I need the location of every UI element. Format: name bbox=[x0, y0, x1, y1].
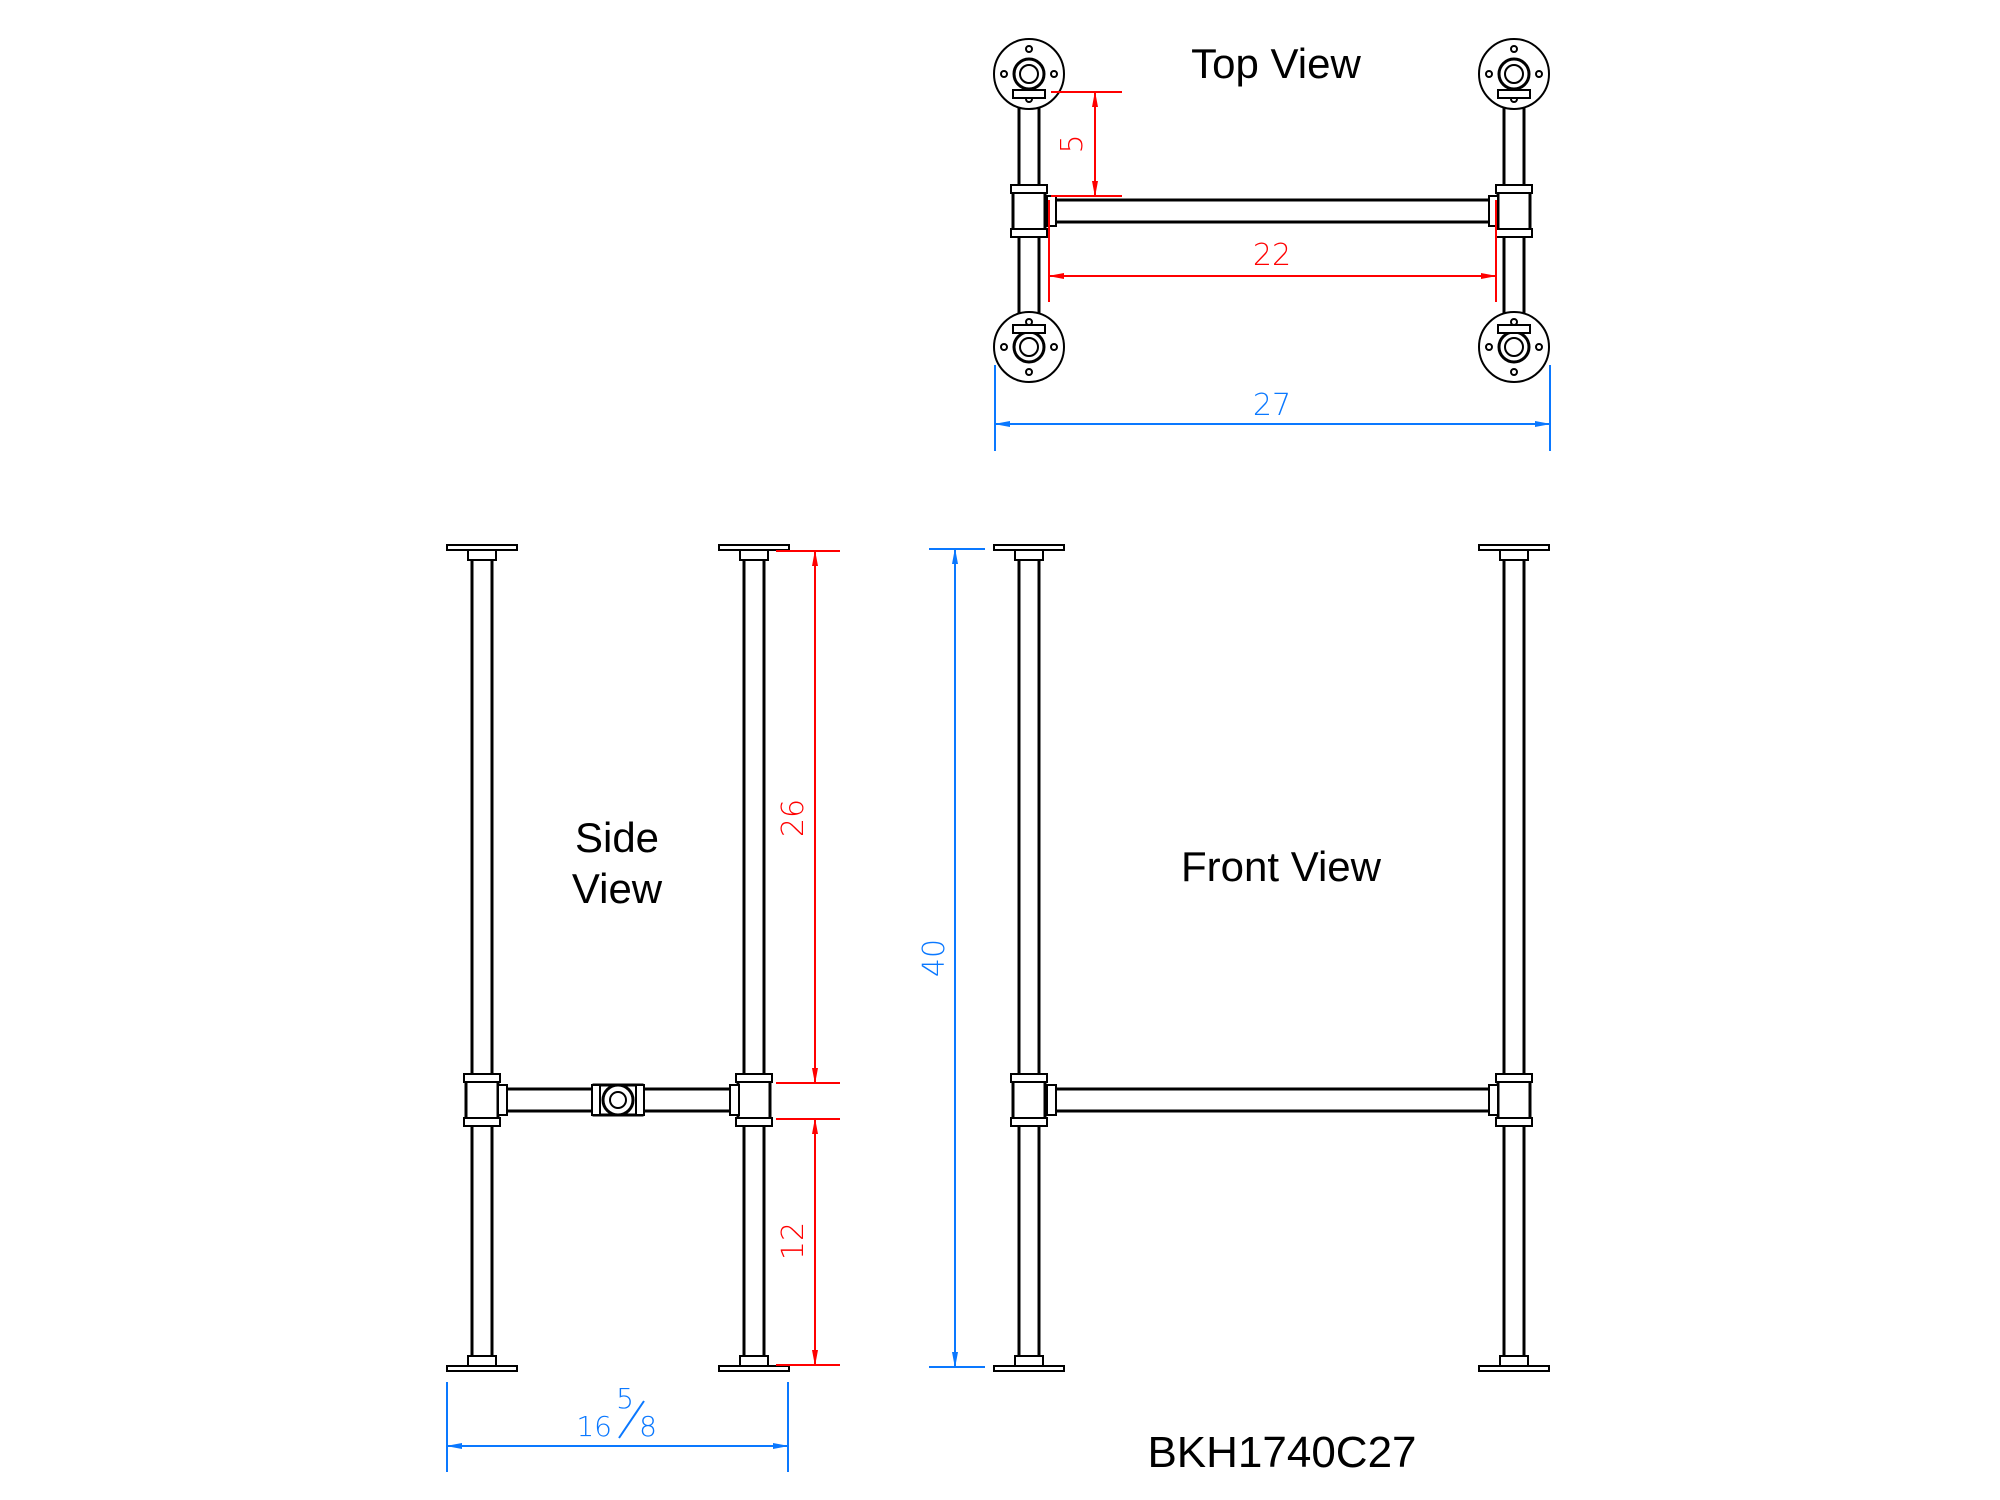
flange-band bbox=[1497, 89, 1531, 99]
leg-pipe bbox=[1502, 547, 1526, 1369]
top-view-title: Top View bbox=[1191, 40, 1361, 87]
tee-band-top bbox=[463, 1073, 501, 1083]
front-crossbar bbox=[1047, 1087, 1498, 1113]
leg-pipe bbox=[742, 547, 766, 1369]
dim-side-width: 16 5 8 bbox=[576, 1382, 657, 1443]
tee-fitting bbox=[1496, 1076, 1532, 1124]
top-tee-band bbox=[1010, 228, 1048, 238]
bolt-hole bbox=[1510, 368, 1518, 376]
top-crossbar bbox=[1047, 198, 1498, 224]
side-view-title-line1: Side bbox=[575, 814, 659, 861]
dim-top-crossbar: 22 bbox=[1253, 238, 1291, 273]
top-tee-band bbox=[1495, 228, 1533, 238]
leg-pipe bbox=[1017, 547, 1041, 1369]
bolt-hole bbox=[1485, 343, 1493, 351]
center-tee-band bbox=[591, 1084, 601, 1116]
coupling-end bbox=[1488, 1084, 1499, 1116]
top-tee-band bbox=[1010, 184, 1048, 194]
dim-top-offset: 5 bbox=[1055, 134, 1090, 153]
side-view-title-line2: View bbox=[572, 865, 663, 912]
dim-side-upper: 26 bbox=[776, 799, 811, 837]
top-tee-band bbox=[1495, 184, 1533, 194]
dimension-lines bbox=[446, 91, 1551, 1472]
flange-collar-top bbox=[1014, 549, 1044, 561]
flange-collar-top bbox=[739, 549, 769, 561]
tee-fitting bbox=[464, 1076, 500, 1124]
tee-band-bottom bbox=[463, 1117, 501, 1127]
fraction-slash bbox=[618, 1400, 645, 1439]
coupling-end bbox=[1488, 195, 1499, 227]
coupling-end bbox=[497, 1084, 508, 1116]
tee-band-bottom bbox=[735, 1117, 773, 1127]
tee-band-bottom bbox=[1010, 1117, 1048, 1127]
flange-collar-bottom bbox=[739, 1355, 769, 1367]
flange-band bbox=[1497, 324, 1531, 334]
flange-bore bbox=[1504, 64, 1524, 84]
bolt-hole bbox=[1535, 70, 1543, 78]
tee-band-top bbox=[735, 1073, 773, 1083]
flange-bore bbox=[1019, 337, 1039, 357]
bolt-hole bbox=[1000, 70, 1008, 78]
bolt-hole bbox=[1050, 70, 1058, 78]
flange-collar-bottom bbox=[467, 1355, 497, 1367]
flange-bore bbox=[1504, 337, 1524, 357]
tee-band-top bbox=[1010, 1073, 1048, 1083]
dim-side-width-denominator: 8 bbox=[639, 1410, 657, 1443]
bolt-hole bbox=[1510, 45, 1518, 53]
flange-collar-bottom bbox=[1499, 1355, 1529, 1367]
coupling-end bbox=[729, 1084, 740, 1116]
dim-top-width: 27 bbox=[1253, 388, 1291, 423]
bolt-hole bbox=[1485, 70, 1493, 78]
top-tee bbox=[1496, 187, 1532, 235]
front-view-title: Front View bbox=[1181, 843, 1382, 890]
flange-band bbox=[1012, 324, 1046, 334]
dim-front-height: 40 bbox=[917, 939, 952, 977]
flange-collar-top bbox=[1499, 549, 1529, 561]
bolt-hole bbox=[1025, 368, 1033, 376]
bolt-hole bbox=[1000, 343, 1008, 351]
flange-band bbox=[1012, 89, 1046, 99]
dim-side-lower: 12 bbox=[776, 1222, 811, 1260]
tee-band-bottom bbox=[1495, 1117, 1533, 1127]
tee-fitting bbox=[736, 1076, 772, 1124]
center-tee-band bbox=[635, 1084, 645, 1116]
dim-side-width-whole: 16 bbox=[576, 1410, 612, 1443]
center-tee-bore bbox=[609, 1091, 627, 1109]
bolt-hole bbox=[1535, 343, 1543, 351]
flange-collar-bottom bbox=[1014, 1355, 1044, 1367]
tee-band-top bbox=[1495, 1073, 1533, 1083]
bolt-hole bbox=[1025, 45, 1033, 53]
tee-fitting bbox=[1011, 1076, 1047, 1124]
flange-bore bbox=[1019, 64, 1039, 84]
dim-side-width-numerator: 5 bbox=[616, 1382, 634, 1415]
top-tee bbox=[1011, 187, 1047, 235]
leg-pipe bbox=[470, 547, 494, 1369]
coupling-end bbox=[1046, 1084, 1057, 1116]
flange-collar-top bbox=[467, 549, 497, 561]
bolt-hole bbox=[1050, 343, 1058, 351]
part-number: BKH1740C27 bbox=[1147, 1428, 1416, 1477]
pipe-geometry bbox=[446, 38, 1550, 1372]
